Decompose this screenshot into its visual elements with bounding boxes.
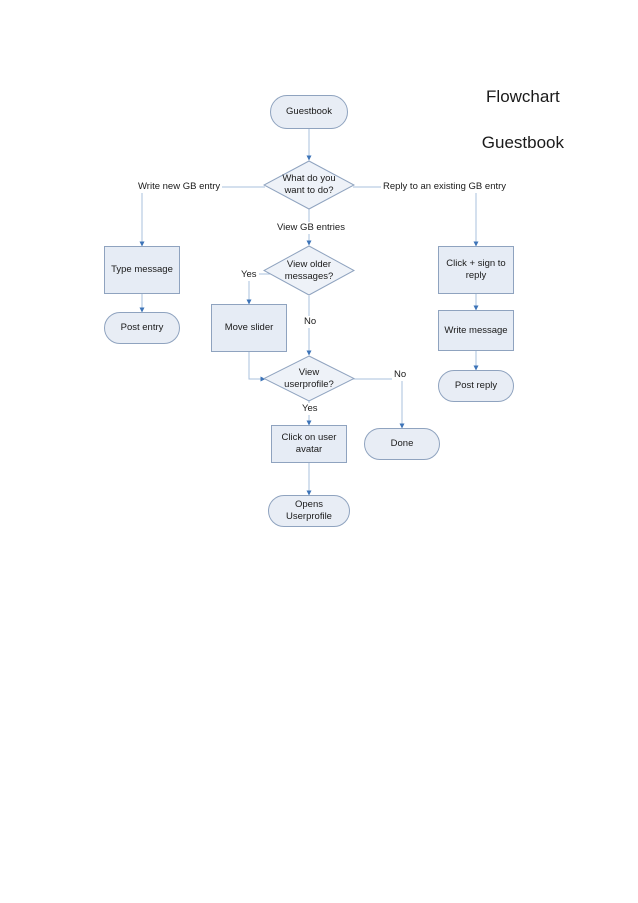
- node-label: View userprofile?: [284, 366, 334, 390]
- diamond-shape: [263, 160, 355, 210]
- node-opens-userprofile[interactable]: Opens Userprofile: [268, 495, 350, 527]
- node-label: Type message: [111, 264, 173, 275]
- node-label: Write message: [444, 324, 508, 336]
- edge-decision-to-click-plus: [353, 186, 479, 247]
- node-label: Move slider: [224, 322, 274, 333]
- diamond-shape: [263, 245, 355, 296]
- edge-label-view-older-no: No: [302, 316, 319, 328]
- node-done[interactable]: Done: [364, 428, 440, 460]
- edge-label-write-new-gb-entry: Write new GB entry: [136, 181, 223, 193]
- edge-label-view-profile-no: No: [392, 369, 409, 381]
- page-title-line-2: Guestbook: [481, 133, 564, 152]
- diamond-shape: [263, 355, 355, 402]
- node-decision-view-userprofile[interactable]: View userprofile?: [263, 355, 355, 402]
- edge-view-profile-no-to-done: [353, 378, 405, 429]
- edge-label-reply-to-existing-gb-entry: Reply to an existing GB entry: [381, 181, 509, 193]
- page-title: Flowchart Guestbook: [482, 62, 564, 154]
- node-click-plus-sign-to-reply[interactable]: Click + sign to reply: [438, 246, 514, 294]
- node-write-message[interactable]: Write message: [438, 310, 514, 351]
- node-post-reply[interactable]: Post reply: [438, 370, 514, 402]
- node-start-guestbook[interactable]: Guestbook: [270, 95, 348, 129]
- edge-label-view-older-yes: Yes: [239, 269, 259, 281]
- node-label: Post reply: [454, 380, 498, 391]
- node-decision-what-do-you-want-to-do[interactable]: What do you want to do?: [263, 160, 355, 210]
- node-label: Done: [390, 438, 414, 449]
- edge-label-view-gb-entries: View GB entries: [275, 222, 347, 234]
- node-label: Click + sign to reply: [446, 258, 506, 281]
- node-label: Opens Userprofile: [286, 499, 332, 522]
- node-decision-view-older-messages[interactable]: View older messages?: [263, 245, 355, 296]
- node-label: View older messages?: [284, 258, 334, 282]
- node-type-message[interactable]: Type message: [104, 246, 180, 294]
- node-label: What do you want to do?: [282, 173, 336, 196]
- edge-label-view-profile-yes: Yes: [300, 403, 320, 415]
- node-post-entry[interactable]: Post entry: [104, 312, 180, 344]
- node-label: Post entry: [120, 322, 164, 333]
- node-move-slider[interactable]: Move slider: [211, 304, 287, 352]
- edge-decision-to-type-message: [139, 186, 265, 247]
- page-title-line-1: Flowchart: [486, 87, 560, 106]
- node-click-on-user-avatar[interactable]: Click on user avatar: [271, 425, 347, 463]
- node-label: Click on user avatar: [281, 432, 337, 455]
- node-label: Guestbook: [286, 106, 332, 117]
